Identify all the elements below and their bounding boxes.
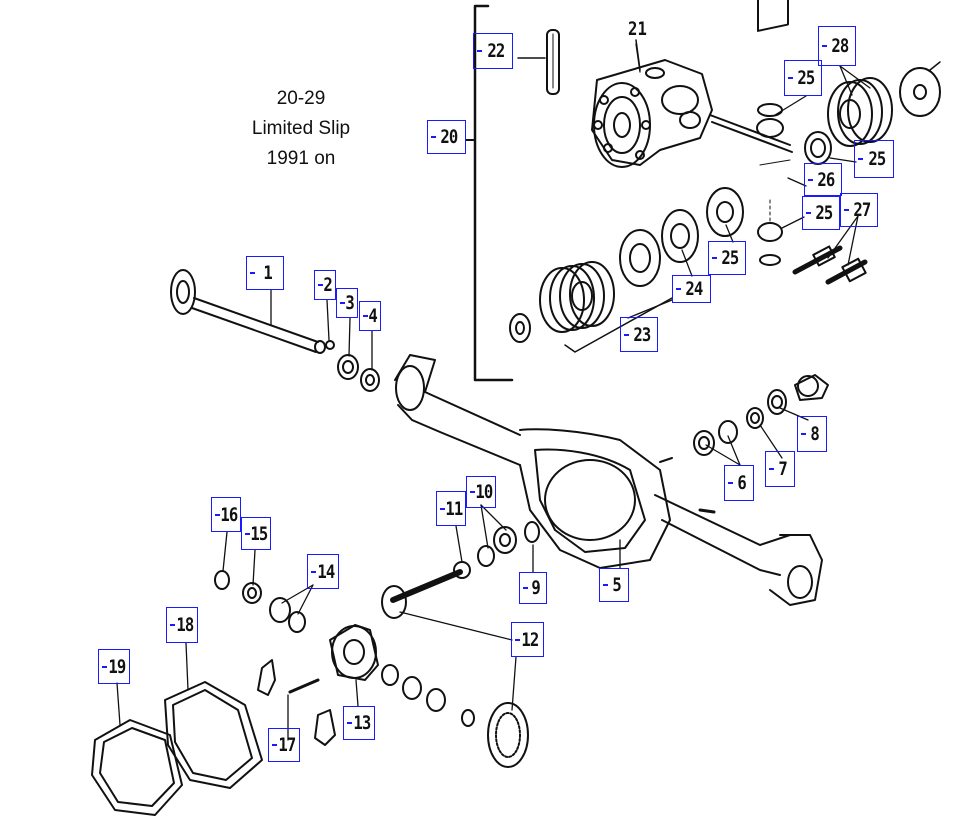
callout-label: 2 <box>323 274 332 296</box>
caption-line-1: 20-29 <box>276 88 326 109</box>
callout-16[interactable]: 16 <box>211 497 241 532</box>
callout-label: 25 <box>720 247 739 269</box>
callout-18[interactable]: 18 <box>166 607 198 643</box>
part-17-cross-pin <box>257 659 336 746</box>
part-13-carrier <box>329 624 475 727</box>
callout-label: 27 <box>852 199 871 221</box>
diagram-caption: 20-29 Limited Slip 1991 on <box>226 84 376 174</box>
callout-label: 24 <box>685 278 703 300</box>
callout-label: 15 <box>249 522 268 545</box>
part-12-ring-gear <box>487 702 529 768</box>
callout-24[interactable]: 24 <box>672 275 711 303</box>
callout-13[interactable]: 13 <box>343 706 375 740</box>
part-25-26-spider-gears <box>709 0 832 266</box>
callout-label: 3 <box>345 292 354 314</box>
callout-1[interactable]: 1 <box>246 256 284 290</box>
part-1-axle-shaft <box>170 269 326 354</box>
callout-label: 25 <box>796 67 815 89</box>
callout-label: 25 <box>867 148 886 170</box>
callout-15[interactable]: 15 <box>241 517 271 550</box>
callout-7[interactable]: 7 <box>765 451 795 487</box>
callout-11[interactable]: 11 <box>436 491 466 526</box>
callout-label: 22 <box>486 40 505 62</box>
callout-label: 10 <box>474 481 493 503</box>
callout-25-c[interactable]: 25 <box>802 196 840 230</box>
callout-5[interactable]: 5 <box>599 568 629 602</box>
callout-label: 17 <box>277 734 296 756</box>
callout-17[interactable]: 17 <box>268 728 300 762</box>
part-27-preload-springs <box>792 245 868 285</box>
callout-label: 23 <box>632 323 651 346</box>
callout-28[interactable]: 28 <box>818 26 856 66</box>
callout-label: 11 <box>444 497 463 520</box>
leader-lines <box>116 43 871 741</box>
callout-label: 4 <box>368 305 377 327</box>
callout-label: 12 <box>521 628 539 651</box>
callout-25-b[interactable]: 25 <box>854 140 894 178</box>
callout-26[interactable]: 26 <box>804 163 842 196</box>
callout-label: 18 <box>175 614 194 636</box>
callout-label: 14 <box>316 560 335 583</box>
part-21-diff-case <box>591 39 713 168</box>
part-28-clutch-pack <box>827 61 941 147</box>
part-label-21: 21 <box>628 18 647 40</box>
callout-14[interactable]: 14 <box>307 554 339 589</box>
callout-8[interactable]: 8 <box>797 416 827 452</box>
callout-label: 8 <box>810 423 819 445</box>
callout-label: 9 <box>531 577 540 599</box>
callout-20[interactable]: 20 <box>427 120 466 154</box>
callout-label: 20 <box>440 126 458 148</box>
parts-2-3-4-bearing-seal <box>325 340 380 392</box>
callout-2[interactable]: 2 <box>314 270 336 300</box>
callout-label: 25 <box>814 202 833 224</box>
callout-25-d[interactable]: 25 <box>708 241 746 275</box>
callout-4[interactable]: 4 <box>359 301 381 331</box>
part-19-cover <box>91 719 183 816</box>
callout-6[interactable]: 6 <box>724 465 754 501</box>
callout-label: 6 <box>737 472 746 494</box>
callout-23[interactable]: 23 <box>620 317 658 352</box>
callout-label: 28 <box>830 35 849 57</box>
parts-14-15-16 <box>214 570 306 633</box>
part-23-24-clutch-pack-left <box>509 187 744 353</box>
callout-label: 1 <box>263 262 272 284</box>
callout-9[interactable]: 9 <box>519 572 547 604</box>
callout-label: 5 <box>612 574 621 596</box>
callout-label: 13 <box>352 712 371 734</box>
callout-label: 7 <box>778 458 787 480</box>
callout-27[interactable]: 27 <box>840 193 878 227</box>
callout-3[interactable]: 3 <box>336 288 358 318</box>
callout-22[interactable]: 22 <box>473 33 513 69</box>
caption-line-2: Limited Slip <box>251 118 351 139</box>
callout-25-a[interactable]: 25 <box>784 60 822 96</box>
callout-label: 26 <box>816 168 835 191</box>
callout-10[interactable]: 10 <box>466 476 496 508</box>
callout-label: 19 <box>107 655 126 678</box>
part-18-gasket <box>164 681 263 789</box>
caption-line-3: 1991 on <box>266 148 336 169</box>
part-22-pin <box>517 29 560 95</box>
parts-9-10-11-pinion <box>381 521 540 619</box>
part-5-axle-housing <box>394 354 823 606</box>
limited-slip-bracket <box>465 4 514 382</box>
callout-19[interactable]: 19 <box>98 649 130 684</box>
callout-12[interactable]: 12 <box>511 622 544 657</box>
parts-6-7-8-pinion-bearing <box>693 374 829 456</box>
callout-label: 16 <box>219 503 238 526</box>
